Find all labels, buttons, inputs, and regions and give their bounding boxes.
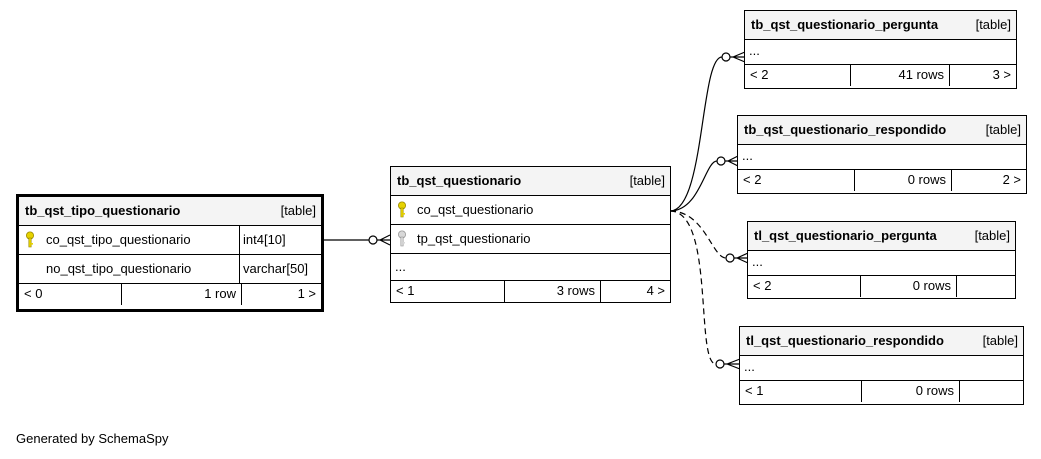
parents-link[interactable]: < 1: [745, 383, 764, 398]
table-footer: < 1 0 rows: [740, 381, 1023, 403]
column-type: varchar[50]: [239, 255, 321, 283]
more-columns-ellipsis: ...: [742, 148, 753, 163]
children-link[interactable]: 1 >: [241, 284, 321, 305]
many-marker: [377, 234, 391, 246]
table-footer: < 2 0 rows 2 >: [738, 170, 1026, 192]
more-columns-row: ...: [738, 145, 1026, 170]
table-tl-qst-questionario-pergunta[interactable]: tl_qst_questionario_pergunta [table] ...…: [747, 221, 1016, 299]
row-count: 0 rows: [854, 170, 951, 191]
table-footer: < 0 1 row 1 >: [19, 284, 321, 306]
optional-marker: [716, 156, 726, 166]
edge-questionario-to-pergunta: [669, 56, 723, 212]
table-tb-qst-questionario-pergunta[interactable]: tb_qst_questionario_pergunta [table] ...…: [744, 10, 1017, 89]
optional-marker: [725, 253, 735, 263]
table-tb-qst-questionario[interactable]: tb_qst_questionario [table] co_qst_quest…: [390, 166, 671, 303]
table-name[interactable]: tl_qst_questionario_respondido: [746, 333, 944, 348]
primary-key-icon: [398, 201, 406, 218]
table-tb-qst-questionario-respondido[interactable]: tb_qst_questionario_respondido [table] .…: [737, 115, 1027, 194]
table-header: tb_qst_questionario_respondido [table]: [738, 116, 1026, 145]
many-marker: [724, 358, 741, 370]
table-name[interactable]: tl_qst_questionario_pergunta: [754, 228, 937, 243]
table-name[interactable]: tb_qst_questionario_respondido: [744, 122, 947, 137]
table-name[interactable]: tb_qst_questionario_pergunta: [751, 17, 939, 32]
table-kind: [table]: [280, 203, 316, 218]
table-kind: [table]: [985, 122, 1021, 137]
table-name[interactable]: tb_qst_questionario: [397, 173, 522, 188]
more-columns-row: ...: [740, 356, 1023, 381]
table-header: tl_qst_questionario_pergunta [table]: [748, 222, 1015, 251]
many-marker: [725, 155, 739, 167]
column-type: int4[10]: [239, 226, 321, 254]
table-kind: [table]: [975, 17, 1011, 32]
more-columns-ellipsis: ...: [749, 43, 760, 58]
table-header: tb_qst_tipo_questionario [table]: [19, 197, 321, 226]
parents-link[interactable]: < 2: [750, 67, 769, 82]
table-kind: [table]: [629, 173, 665, 188]
parents-link[interactable]: < 0: [24, 286, 43, 301]
primary-key-icon: [26, 231, 34, 248]
many-marker: [730, 51, 746, 63]
parents-link[interactable]: < 2: [743, 172, 762, 187]
column-row[interactable]: co_qst_tipo_questionario int4[10]: [19, 226, 321, 255]
edge-questionario-to-tl-respondido: [669, 210, 717, 365]
parents-link[interactable]: < 1: [396, 283, 415, 298]
table-header: tb_qst_questionario_pergunta [table]: [745, 11, 1016, 40]
children-link[interactable]: 2 >: [951, 170, 1026, 191]
more-columns-ellipsis: ...: [744, 359, 755, 374]
many-marker: [734, 252, 749, 264]
table-name[interactable]: tb_qst_tipo_questionario: [25, 203, 181, 218]
more-columns-row: ...: [745, 40, 1016, 65]
column-name: tp_qst_questionario: [417, 231, 531, 246]
column-name: co_qst_tipo_questionario: [46, 232, 191, 247]
row-count: 0 rows: [860, 276, 956, 297]
row-count: 1 row: [121, 284, 241, 305]
optional-marker: [368, 235, 378, 245]
column-row[interactable]: tp_qst_questionario: [391, 225, 670, 254]
row-count: 0 rows: [861, 381, 959, 402]
column-name: no_qst_tipo_questionario: [46, 261, 192, 276]
children-link[interactable]: 3 >: [949, 65, 1016, 86]
more-columns-ellipsis: ...: [752, 254, 763, 269]
column-row[interactable]: no_qst_tipo_questionario varchar[50]: [19, 255, 321, 284]
edge-questionario-to-respondido: [669, 160, 718, 212]
column-name: co_qst_questionario: [417, 202, 534, 217]
column-row[interactable]: co_qst_questionario: [391, 196, 670, 225]
table-footer: < 2 0 rows: [748, 276, 1015, 298]
table-footer: < 1 3 rows 4 >: [391, 281, 670, 303]
table-kind: [table]: [982, 333, 1018, 348]
children-link[interactable]: [956, 276, 1015, 297]
table-footer: < 2 41 rows 3 >: [745, 65, 1016, 87]
optional-marker: [715, 359, 725, 369]
parents-link[interactable]: < 2: [753, 278, 772, 293]
more-columns-row: ...: [391, 254, 670, 281]
table-tl-qst-questionario-respondido[interactable]: tl_qst_questionario_respondido [table] .…: [739, 326, 1024, 405]
table-kind: [table]: [974, 228, 1010, 243]
row-count: 3 rows: [504, 281, 600, 302]
more-columns-row: ...: [748, 251, 1015, 276]
edge-questionario-to-tl-pergunta: [669, 210, 727, 259]
generated-by-label: Generated by SchemaSpy: [16, 431, 169, 446]
foreign-key-icon: [398, 230, 406, 247]
children-link[interactable]: [959, 381, 1023, 402]
table-header: tl_qst_questionario_respondido [table]: [740, 327, 1023, 356]
row-count: 41 rows: [850, 65, 949, 86]
table-tb-qst-tipo-questionario[interactable]: tb_qst_tipo_questionario [table] co_qst_…: [16, 194, 324, 312]
children-link[interactable]: 4 >: [600, 281, 670, 302]
more-columns-ellipsis: ...: [395, 259, 406, 274]
optional-marker: [721, 52, 731, 62]
table-header: tb_qst_questionario [table]: [391, 167, 670, 196]
